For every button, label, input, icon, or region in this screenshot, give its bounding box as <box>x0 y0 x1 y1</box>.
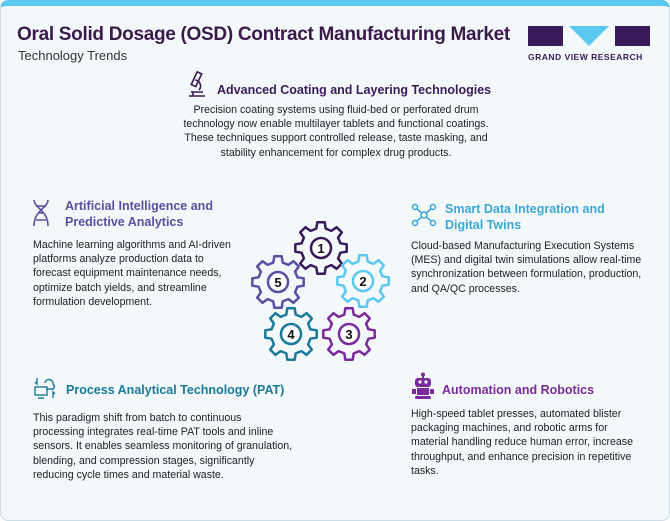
gear-hub <box>309 236 333 260</box>
section-body: This paradigm shift from batch to contin… <box>33 412 293 481</box>
gear-icon <box>264 307 318 361</box>
section-title: Smart Data Integration and Digital Twins <box>445 202 605 232</box>
gear-5: 5 <box>251 255 305 309</box>
gear-label: 3 <box>345 327 352 342</box>
section-ai-body-wrap: Machine learning algorithms and AI-drive… <box>33 238 243 309</box>
gear-icon <box>294 221 348 275</box>
gear-1: 1 <box>294 221 348 275</box>
gear-4: 4 <box>264 307 318 361</box>
gear-hub <box>279 322 303 346</box>
gears-cluster: 1 2 3 4 5 <box>251 221 390 361</box>
gear-icon <box>336 254 390 308</box>
section-title: Process Analytical Technology (PAT) <box>66 383 285 397</box>
gear-hub <box>266 270 290 294</box>
gear-hub <box>351 269 375 293</box>
gear-hub <box>337 322 361 346</box>
gear-3: 3 <box>322 307 376 361</box>
grand-view-research-logo: GRAND VIEW RESEARCH <box>528 26 650 62</box>
section-smart-body-wrap: Cloud-based Manufacturing Execution Syst… <box>411 239 651 296</box>
section-title: Artificial Intelligence and Predictive A… <box>65 199 213 229</box>
section-title: Advanced Coating and Layering Technologi… <box>217 83 492 97</box>
section-pat-body-wrap: This paradigm shift from batch to contin… <box>33 411 295 482</box>
section-advanced-coating: Advanced Coating and Layering Technologi… <box>217 82 491 98</box>
section-automation: Automation and Robotics <box>442 382 594 398</box>
section-smart-data: Smart Data Integration and Digital Twins <box>445 201 615 233</box>
dna-icon <box>31 198 51 228</box>
section-body: Cloud-based Manufacturing Execution Syst… <box>411 240 642 295</box>
gear-label: 2 <box>359 274 366 289</box>
microscope-icon <box>185 70 209 100</box>
network-icon <box>411 202 437 228</box>
gear-icon <box>251 255 305 309</box>
gear-icon <box>322 307 376 361</box>
gear-label: 5 <box>274 275 281 290</box>
section-automation-body-wrap: High-speed tablet presses, automated bli… <box>411 407 646 478</box>
section-body: Precision coating systems using fluid-be… <box>183 104 489 159</box>
robot-icon <box>411 372 435 400</box>
cloud-computer-icon <box>33 376 57 400</box>
section-ai-predictive: Artificial Intelligence and Predictive A… <box>65 198 235 230</box>
gear-label: 1 <box>317 241 324 256</box>
section-title: Automation and Robotics <box>442 383 595 397</box>
section-body: Machine learning algorithms and AI-drive… <box>33 239 231 308</box>
gear-2: 2 <box>336 254 390 308</box>
section-advanced-coating-body-wrap: Precision coating systems using fluid-be… <box>171 103 501 160</box>
gear-label: 4 <box>287 327 295 342</box>
page-title: Oral Solid Dosage (OSD) Contract Manufac… <box>17 24 510 45</box>
section-pat: Process Analytical Technology (PAT) <box>66 382 284 398</box>
section-body: High-speed tablet presses, automated bli… <box>411 408 634 477</box>
page-subtitle: Technology Trends <box>18 48 128 63</box>
